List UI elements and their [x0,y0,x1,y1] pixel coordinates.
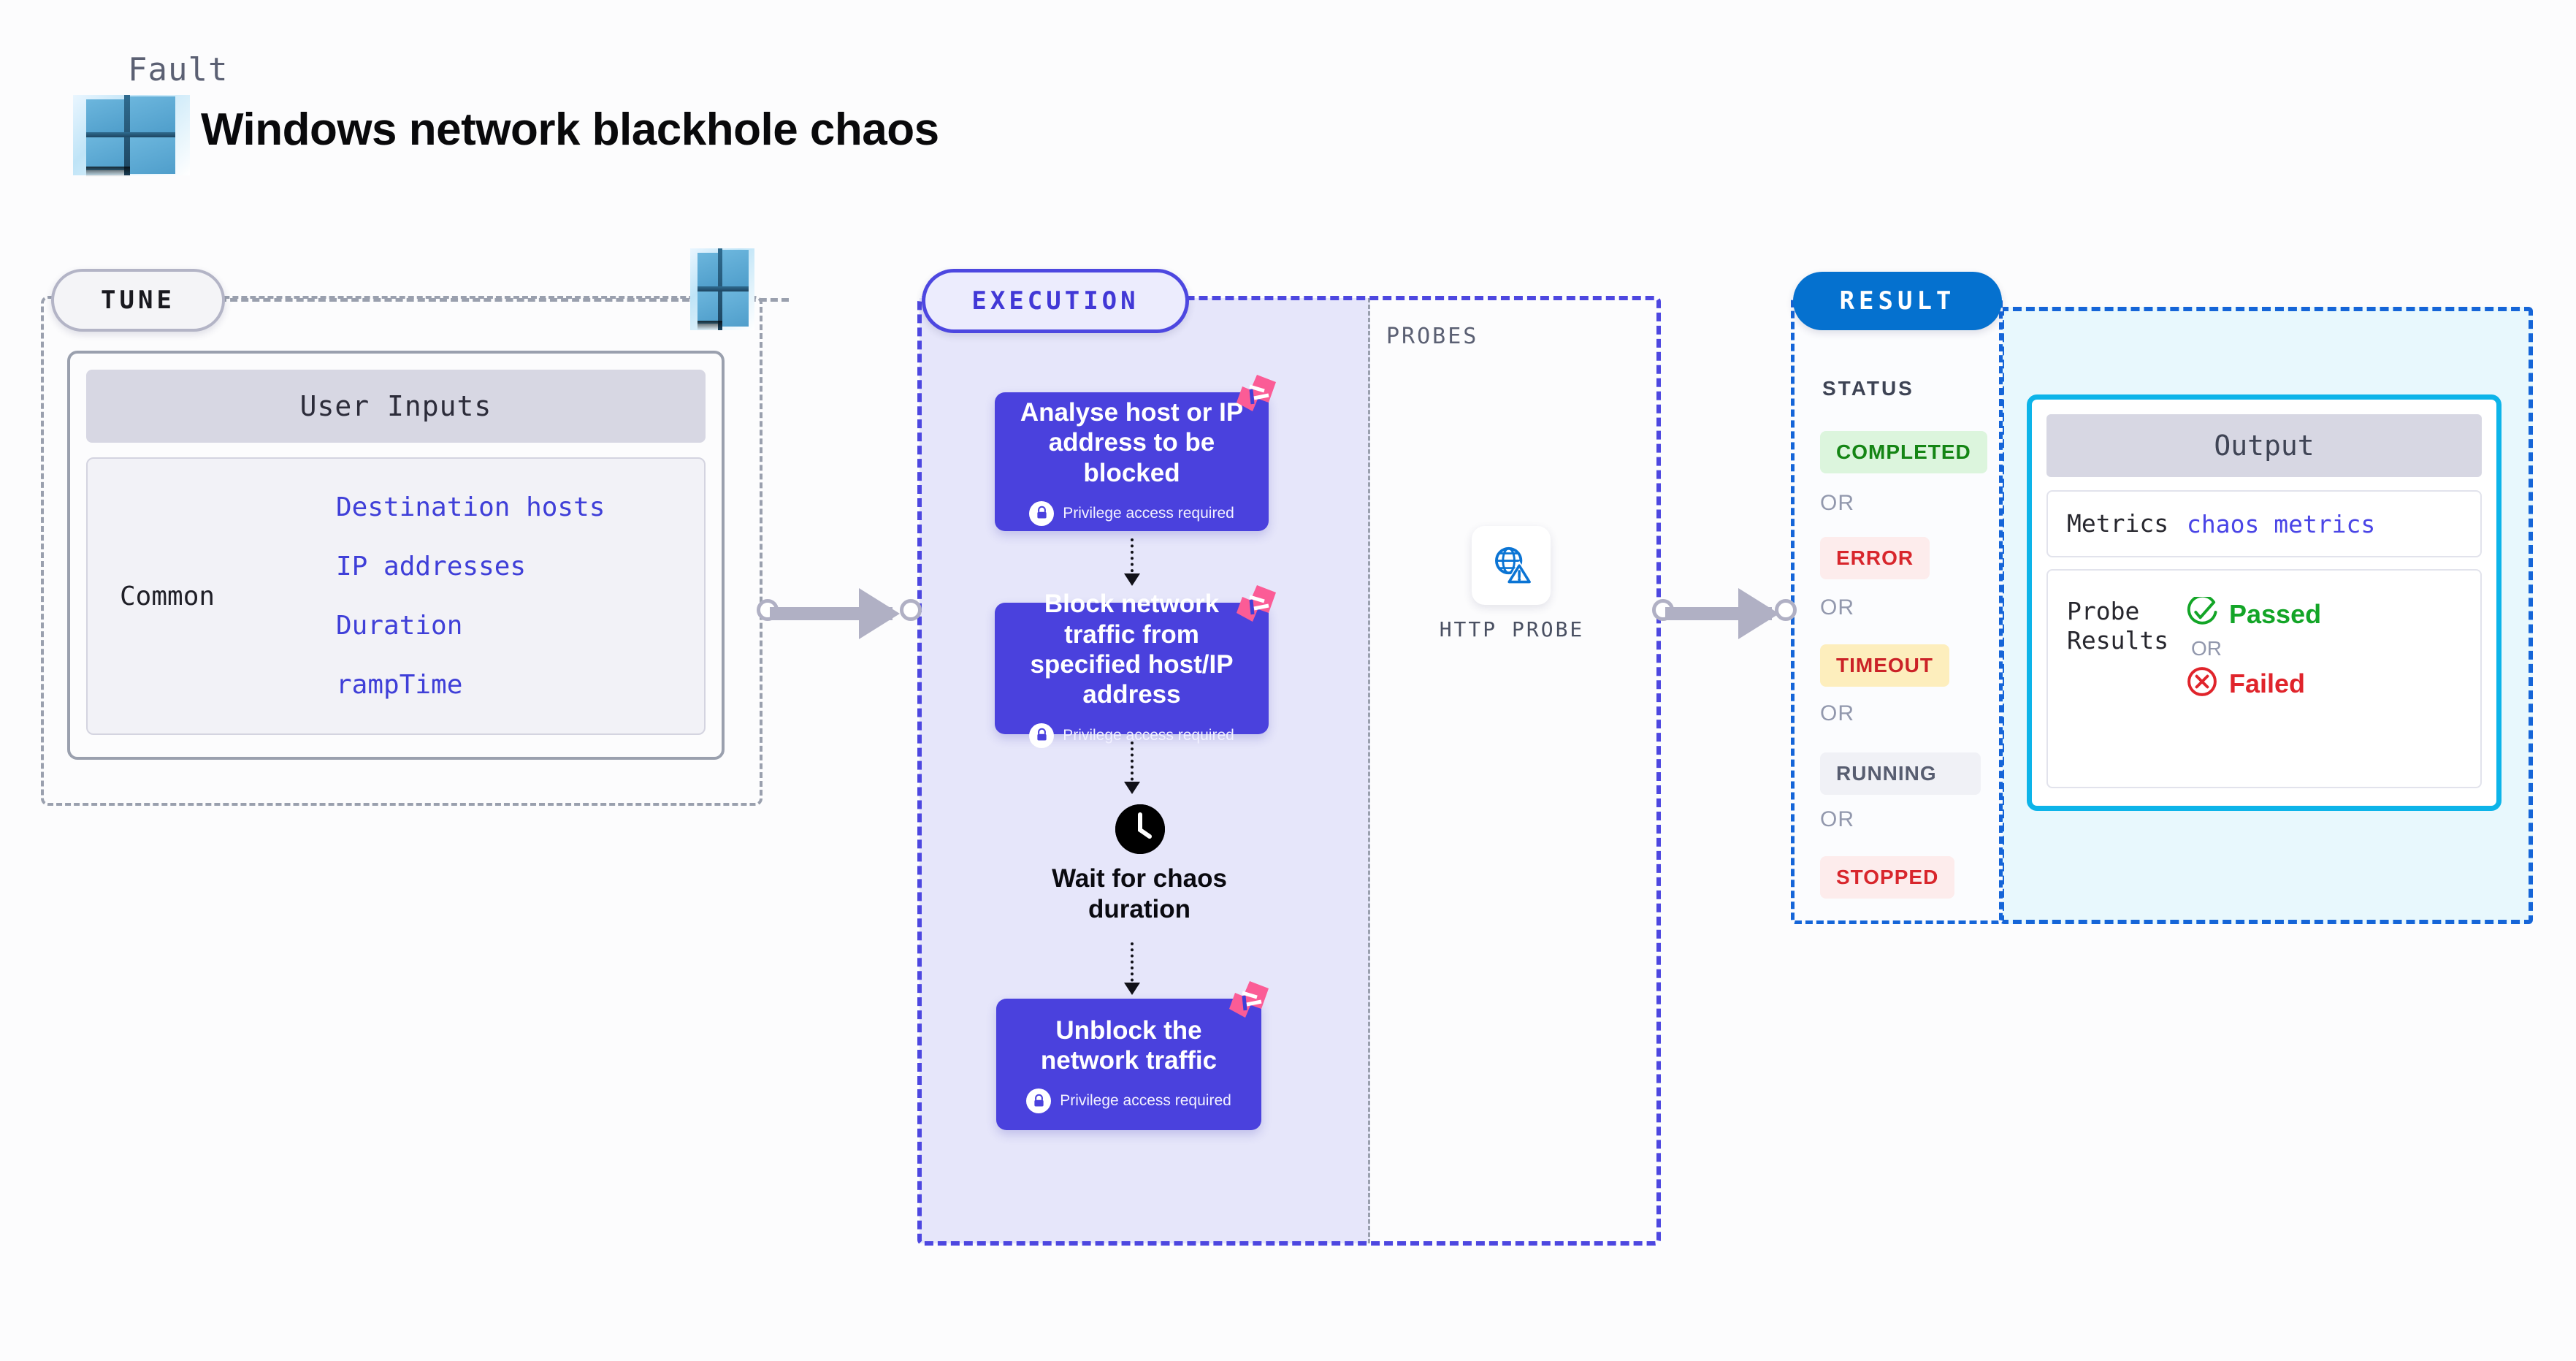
probe-results-row: Probe Results Passed OR [2046,569,2482,788]
flow-arrow-step2-to-wait [1124,742,1140,794]
privilege-note-text: Privilege access required [1063,504,1234,522]
check-circle-icon [2187,594,2217,631]
status-or-label: OR [1820,491,1854,515]
privilege-note-text: Privilege access required [1060,1092,1231,1110]
input-item-destination-hosts[interactable]: Destination hosts [336,492,605,522]
tune-section-badge: TUNE [51,269,225,332]
output-card: Output Metrics chaos metrics Probe Resul… [2027,394,2502,811]
probe-results-key: Probe Results [2067,597,2169,655]
fault-kicker: Fault [128,51,229,88]
input-item-ramptime[interactable]: rampTime [336,670,463,700]
x-circle-icon [2187,666,2217,701]
execution-step-title: Analyse host or IP address to be blocked [1020,398,1244,487]
status-badge-timeout: TIMEOUT [1820,644,1949,687]
windows-logo-icon [73,95,190,177]
status-badge-label: COMPLETED [1836,441,1971,463]
execution-step-card[interactable]: Analyse host or IP address to be blocked… [995,375,1276,531]
user-inputs-header: User Inputs [86,370,706,443]
input-group-label: Common [120,581,215,611]
status-badge-label: STOPPED [1836,866,1939,888]
execution-step-card[interactable]: Block network traffic from specified hos… [995,585,1276,748]
execution-step-title: Block network traffic from specified hos… [1030,590,1234,709]
privilege-note: Privilege access required [1029,723,1234,748]
probe-outcome-label: Failed [2229,668,2306,698]
result-section-badge: RESULT [1793,272,2002,330]
probe-outcome-passed: Passed [2187,594,2322,631]
status-badge-completed: COMPLETED [1820,431,1987,473]
status-column-title: STATUS [1822,377,1914,400]
execution-step-card[interactable]: Unblock the network traffic Privilege ac… [996,981,1269,1130]
connector-probes-to-result [1652,588,1798,639]
status-badge-label: RUNNING [1836,762,1937,785]
input-item-ip-addresses[interactable]: IP addresses [336,552,527,582]
connector-tune-to-execution [757,588,922,639]
probe-outcome-or: OR [2191,637,2222,660]
http-probe-tile[interactable] [1472,526,1551,605]
user-inputs-body: Common Destination hosts IP addresses Du… [86,457,706,735]
input-list: Destination hosts IP addresses Duration … [336,492,605,700]
privilege-note: Privilege access required [1026,1089,1231,1114]
tune-section-frame [41,296,763,806]
status-badge-error: ERROR [1820,537,1930,579]
chaos-fault-icon [1235,373,1279,416]
flow-arrow-wait-to-step3 [1124,942,1140,995]
chaos-fault-icon [1235,584,1279,626]
status-badge-running: RUNNING [1820,752,1981,795]
status-or-label: OR [1820,807,1854,831]
privilege-note-text: Privilege access required [1063,726,1234,744]
status-or-label: OR [1820,595,1854,619]
metrics-key: Metrics [2067,509,2169,538]
status-badge-label: ERROR [1836,546,1914,569]
chaos-fault-icon [1228,980,1272,1022]
status-badge-stopped: STOPPED [1820,856,1955,899]
metrics-row: Metrics chaos metrics [2046,490,2482,557]
clock-icon [1115,804,1165,854]
probes-section-label: PROBES [1386,324,1479,349]
page-header: Fault Windows network blackhole chaos [73,51,1169,183]
http-probe-label: HTTP PROBE [1439,617,1585,641]
status-badge-label: TIMEOUT [1836,654,1933,676]
probe-outcome-label: Passed [2229,598,2322,629]
metrics-value-link[interactable]: chaos metrics [2187,509,2376,538]
user-inputs-card: User Inputs Common Destination hosts IP … [67,351,725,760]
page-title: Windows network blackhole chaos [201,104,939,155]
probe-outcomes-list: Passed OR Failed [2187,594,2322,701]
flow-arrow-step1-to-step2 [1124,538,1140,586]
execution-section-badge: EXECUTION [922,269,1189,333]
tune-platform-connector-line [219,298,789,302]
execution-probes-frame [917,296,1661,1246]
wait-for-chaos-duration-label: Wait for chaos duration [1052,864,1227,923]
lock-icon [1029,500,1055,526]
status-or-label: OR [1820,701,1854,725]
windows-logo-icon [690,248,754,330]
lock-icon [1029,723,1055,748]
privilege-note: Privilege access required [1029,500,1234,526]
execution-step-title: Unblock the network traffic [1040,1015,1218,1075]
probe-outcome-failed: Failed [2187,666,2321,701]
globe-warning-icon [1490,543,1534,589]
lock-icon [1026,1089,1052,1114]
output-card-header: Output [2046,414,2482,477]
input-item-duration[interactable]: Duration [336,611,463,641]
